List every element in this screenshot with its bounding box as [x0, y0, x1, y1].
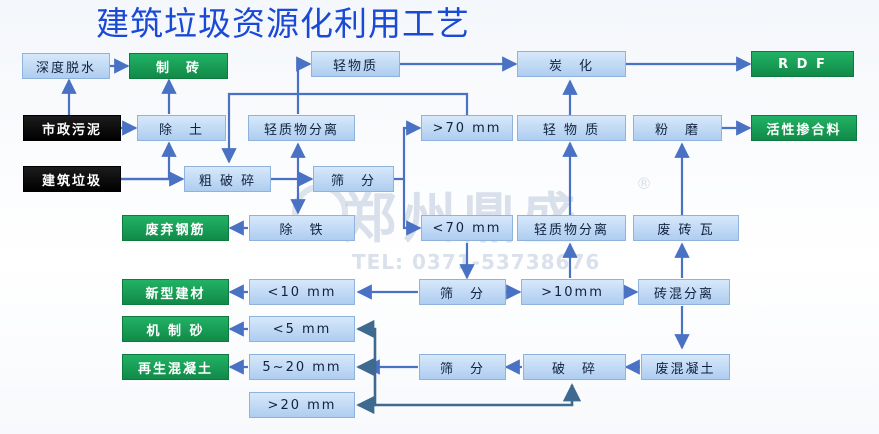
arrow-screening-to-gt70 [394, 120, 422, 181]
lt5-box: <5 mm [249, 316, 355, 342]
arrow-sizes-bracket-gt20 [356, 367, 377, 415]
arrow-gt70-loop-to-crushing [221, 92, 469, 164]
brick-concrete-separation-box: 砖混分离 [638, 279, 730, 305]
screening-3-box: 筛 分 [419, 354, 506, 380]
soil-removal-box: 除 土 [137, 115, 226, 141]
light-material-top-box: 轻物质 [311, 51, 400, 77]
size-5-20-box: 5~20 mm [249, 354, 355, 380]
waste-concrete-box: 废混凝土 [641, 354, 730, 380]
product-scrap-rebar: 废弃钢筋 [122, 215, 229, 241]
lt10-box: <10 mm [249, 279, 355, 305]
screening-1-box: 筛 分 [313, 166, 394, 192]
grinding-box: 粉 磨 [633, 115, 722, 141]
light-material-2-box: 轻 物 质 [517, 115, 626, 141]
crushing-box: 破 碎 [523, 354, 626, 380]
gt10-box: >10mm [521, 279, 624, 305]
page-title: 建筑垃圾资源化利用工艺 [96, 4, 470, 43]
product-bricks: 制 砖 [129, 53, 228, 79]
product-rdf: R D F [751, 51, 854, 77]
iron-removal-box: 除 铁 [249, 215, 355, 241]
carbonization-box: 炭 化 [517, 51, 626, 77]
light-separation-2-box: 轻质物分离 [517, 215, 626, 241]
product-active-admixture: 活性掺合料 [751, 115, 857, 141]
light-separation-1-box: 轻质物分离 [248, 115, 355, 141]
product-machine-sand: 机 制 砂 [122, 316, 229, 342]
arrow-light-sep-to-light-material [296, 56, 312, 114]
screening-2-box: 筛 分 [419, 279, 506, 305]
source-municipal-sludge: 市政污泥 [23, 115, 121, 141]
arrow-sizes-bracket-lt5 [356, 319, 377, 367]
arrow-gt20-to-crushing [375, 383, 582, 407]
gt70-box: >70 mm [421, 115, 513, 141]
waste-brick-box: 废 砖 瓦 [633, 215, 739, 241]
coarse-crushing-box: 粗 破 碎 [184, 166, 271, 192]
product-recycled-concrete: 再生混凝土 [122, 354, 229, 380]
arrow-waste-to-soil-removal [121, 141, 177, 181]
arrow-screening-to-lt70 [402, 179, 422, 236]
source-construction-waste: 建筑垃圾 [23, 166, 121, 192]
product-new-building-materials: 新型建材 [122, 279, 229, 305]
gt20-box: >20 mm [249, 392, 355, 418]
lt70-box: <70 mm [421, 215, 513, 241]
dehydration-box: 深度脱水 [22, 53, 110, 79]
